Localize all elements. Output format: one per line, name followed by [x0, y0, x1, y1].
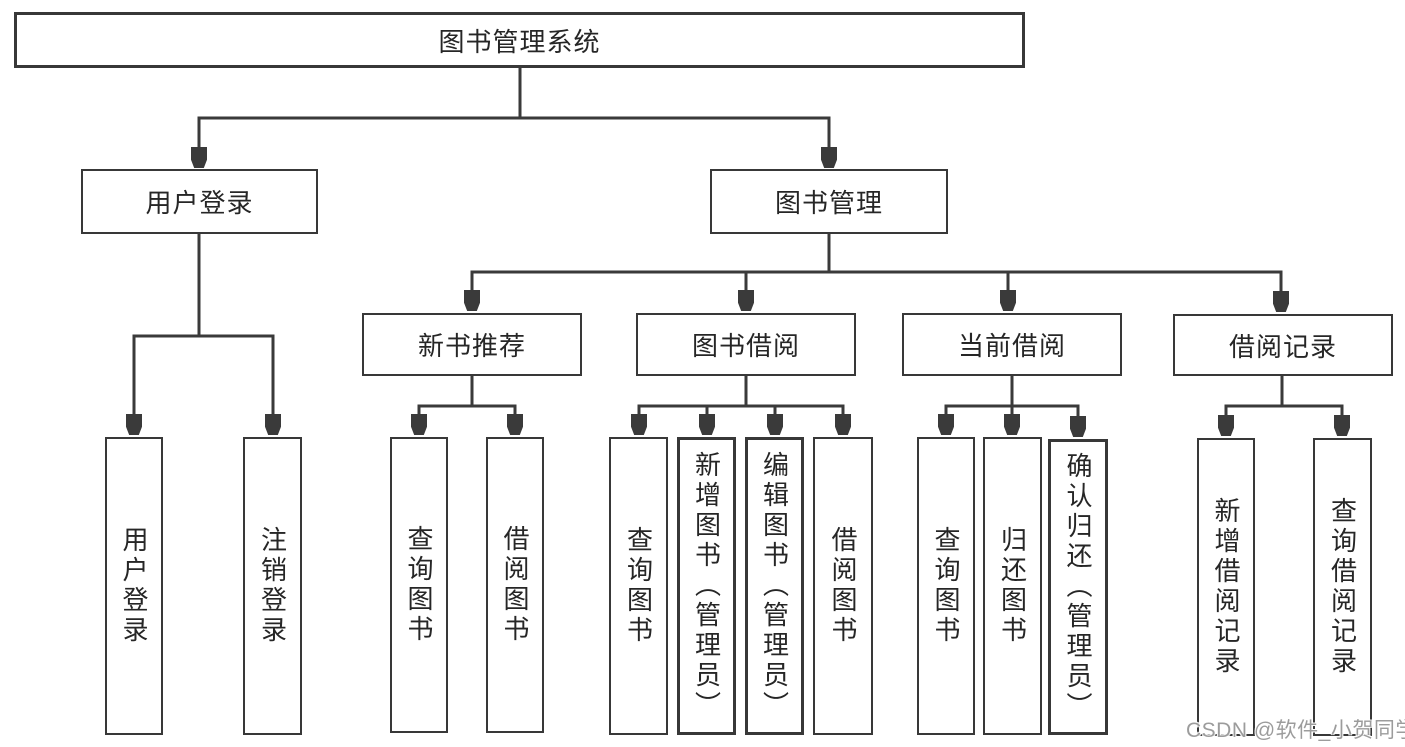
node-book-borrowing: 图书借阅 — [636, 313, 856, 376]
node-label: 用户登录 — [145, 188, 254, 218]
node-label: 借阅图书 — [500, 525, 530, 645]
node-label: 借阅记录 — [1228, 331, 1337, 362]
node-label: 新书推荐 — [417, 331, 526, 361]
leaf-query-books: 查询图书 — [390, 437, 448, 733]
leaf-borrow-books: 借阅图书 — [486, 437, 544, 733]
leaf-borrow-books: 借阅图书 — [813, 437, 873, 735]
node-label: 新增图书（管理员） — [691, 451, 722, 721]
leaf-add-borrow-record: 新增借阅记录 — [1197, 438, 1255, 736]
leaf-add-books-admin: 新增图书（管理员） — [677, 437, 736, 735]
node-label: 图书管理 — [774, 188, 883, 218]
leaf-query-borrow-record: 查询借阅记录 — [1313, 438, 1372, 736]
node-label: 用户登录 — [119, 526, 149, 646]
leaf-confirm-return-admin: 确认归还（管理员） — [1048, 439, 1108, 735]
leaf-user-login: 用户登录 — [105, 437, 163, 735]
node-label: 新增借阅记录 — [1211, 497, 1241, 677]
node-label: 查询图书 — [931, 526, 961, 646]
node-current-borrowing: 当前借阅 — [902, 313, 1122, 376]
node-label: 图书管理系统 — [438, 26, 601, 57]
node-borrow-records: 借阅记录 — [1173, 314, 1393, 376]
node-label: 归还图书 — [997, 526, 1028, 646]
node-library-system: 图书管理系统 — [14, 12, 1025, 68]
node-book-management: 图书管理 — [710, 169, 948, 234]
node-label: 编辑图书（管理员） — [759, 451, 790, 721]
leaf-return-books: 归还图书 — [983, 437, 1042, 735]
node-label: 图书借阅 — [691, 331, 800, 361]
node-label: 当前借阅 — [957, 331, 1066, 361]
leaf-query-books: 查询图书 — [609, 437, 668, 735]
node-user-login: 用户登录 — [81, 169, 318, 234]
node-label: 查询图书 — [623, 526, 654, 646]
node-label: 查询借阅记录 — [1327, 497, 1358, 677]
leaf-edit-books-admin: 编辑图书（管理员） — [745, 437, 804, 735]
leaf-logout: 注销登录 — [243, 437, 302, 735]
node-label: 借阅图书 — [828, 526, 858, 646]
node-label: 查询图书 — [404, 525, 434, 645]
node-label: 确认归还（管理员） — [1063, 452, 1093, 722]
leaf-query-books: 查询图书 — [917, 437, 975, 735]
csdn-watermark: CSDN @软件_小贺同学 — [1186, 719, 1405, 742]
node-label: 注销登录 — [257, 526, 288, 646]
node-new-book-recommend: 新书推荐 — [362, 313, 582, 376]
